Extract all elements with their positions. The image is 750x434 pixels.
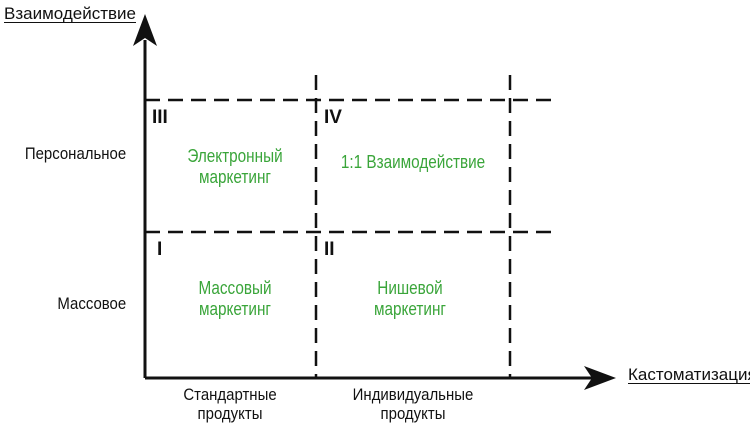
quadrant-I-line2: маркетинг — [198, 299, 271, 319]
quadrant-text-one-to-one: 1:1 Взаимодействие — [332, 152, 494, 173]
quadrant-number-IV: IV — [324, 107, 342, 128]
column-label-standard: Стандартные продукты — [164, 385, 296, 423]
x-axis-title: Кастоматизация — [628, 365, 750, 384]
quadrant-text-mass-marketing: Массовый маркетинг — [171, 278, 299, 320]
y-axis-title: Взаимодействие — [4, 4, 136, 23]
y-axis-arrow-icon — [133, 14, 157, 46]
quadrant-text-electronic-marketing: Электронный маркетинг — [171, 146, 299, 188]
x-axis-arrow-icon — [584, 366, 616, 390]
column-label-individual: Индивидуальные продукты — [343, 385, 484, 423]
quadrant-III-line2: маркетинг — [198, 167, 271, 187]
quadrant-number-III: III — [152, 107, 168, 128]
quadrant-II-line1: Нишевой — [377, 278, 443, 298]
quadrant-IV-line1: 1:1 Взаимодействие — [340, 152, 486, 172]
row-label-mass: Массовое — [57, 294, 126, 313]
quadrant-text-niche-marketing: Нишевой маркетинг — [346, 278, 474, 320]
quadrant-III-line1: Электронный — [187, 146, 283, 166]
column-label-standard-line2: продукты — [197, 404, 263, 423]
column-label-individual-line1: Индивидуальные — [352, 385, 474, 404]
column-label-standard-line1: Стандартные — [183, 385, 277, 404]
quadrant-II-line2: маркетинг — [373, 299, 446, 319]
quadrant-number-I: I — [157, 239, 163, 260]
quadrant-I-line1: Массовый — [198, 278, 272, 298]
column-label-individual-line2: продукты — [380, 404, 446, 423]
quadrant-number-II: II — [324, 239, 335, 260]
row-label-personal: Персональное — [24, 144, 126, 163]
